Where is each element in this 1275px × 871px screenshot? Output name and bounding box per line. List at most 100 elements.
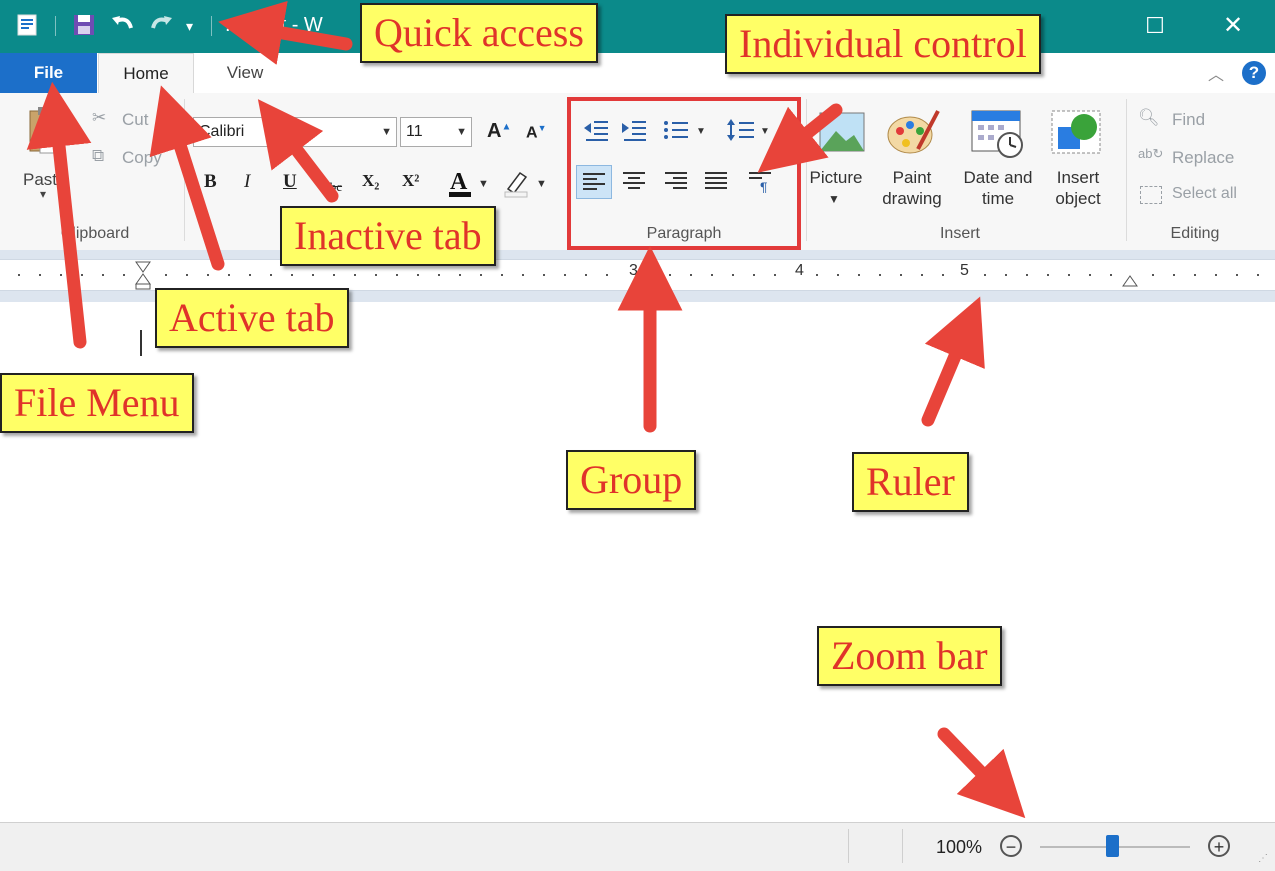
ruler-tick: [690, 274, 692, 276]
ruler-tick: [18, 274, 20, 276]
italic-button[interactable]: I: [244, 171, 251, 192]
redo-icon[interactable]: [148, 12, 174, 40]
ruler-tick: [438, 274, 440, 276]
ruler-tick: [186, 274, 188, 276]
select-all-button[interactable]: Select all: [1172, 185, 1237, 202]
font-size-value: 11: [406, 123, 423, 140]
status-bar: 100% − + ⋰: [0, 822, 1275, 871]
insert-object-button[interactable]: Insert object: [1040, 167, 1116, 209]
tab-view[interactable]: View: [226, 63, 264, 82]
close-icon[interactable]: ✕: [1222, 12, 1244, 39]
ruler-tick: [942, 274, 944, 276]
date-time-button[interactable]: Date and time: [954, 167, 1042, 209]
underline-button[interactable]: U: [283, 171, 297, 192]
indent-marker-icon[interactable]: [134, 260, 152, 295]
ruler-tick: [732, 274, 734, 276]
group-separator: [184, 99, 185, 241]
ruler-tick: [459, 274, 461, 276]
qa-separator: [55, 16, 56, 36]
font-family-select[interactable]: Calibri ▼: [193, 117, 397, 147]
justify-icon[interactable]: [700, 167, 732, 197]
bold-button[interactable]: B: [204, 171, 217, 192]
ruler-tick: [1236, 274, 1238, 276]
decrease-indent-icon[interactable]: [580, 117, 612, 147]
status-separator: [848, 829, 849, 863]
picture-dropdown-icon[interactable]: ▼: [828, 192, 840, 206]
cut-button[interactable]: Cut: [122, 110, 149, 129]
right-indent-marker-icon[interactable]: [1122, 274, 1138, 293]
callout-file-menu: File Menu: [0, 373, 194, 433]
increase-indent-icon[interactable]: [618, 117, 650, 147]
ruler-track[interactable]: 3 4 5: [0, 259, 1275, 291]
tab-file[interactable]: File: [0, 53, 97, 93]
ruler-tick: [123, 274, 125, 276]
align-center-icon[interactable]: [618, 167, 650, 197]
shrink-font-icon[interactable]: A▼: [526, 123, 547, 142]
callout-group: Group: [566, 450, 697, 510]
ruler-tick: [1089, 274, 1091, 276]
align-left-icon[interactable]: [576, 165, 612, 199]
find-button[interactable]: Find: [1172, 110, 1206, 129]
ruler-tick: [900, 274, 902, 276]
grow-font-icon[interactable]: A▲: [487, 120, 512, 142]
paste-dropdown-icon[interactable]: ▾: [40, 187, 47, 201]
zoom-slider-thumb[interactable]: [1106, 835, 1119, 857]
replace-button[interactable]: Replace: [1172, 148, 1235, 167]
ruler-tick: [1173, 274, 1175, 276]
ruler-tick: [375, 274, 377, 276]
undo-icon[interactable]: [110, 12, 136, 40]
svg-text:▼: ▼: [478, 178, 489, 190]
font-family-value: Calibri: [199, 123, 245, 140]
help-icon[interactable]: ?: [1242, 61, 1266, 85]
ruler-tick: [1215, 274, 1217, 276]
copy-button[interactable]: Copy: [122, 148, 162, 167]
font-color-icon[interactable]: A▼: [448, 167, 492, 204]
bullets-icon[interactable]: ▼: [662, 117, 710, 147]
insert-object-label-1: Insert: [1056, 168, 1100, 187]
insert-object-label-2: object: [1055, 189, 1101, 208]
qa-separator: [211, 16, 212, 36]
paragraph-settings-icon[interactable]: ¶: [744, 167, 776, 197]
calendar-clock-icon[interactable]: [968, 105, 1026, 161]
ruler-tick: [858, 274, 860, 276]
paragraph-group-highlight: [567, 97, 801, 250]
collapse-ribbon-icon[interactable]: ︿: [1207, 67, 1224, 84]
paste-icon: [26, 105, 66, 162]
strikethrough-button[interactable]: abc: [324, 179, 343, 194]
zoom-out-icon[interactable]: −: [1000, 835, 1022, 857]
document-area[interactable]: [0, 302, 1275, 822]
group-label-insert: Insert: [939, 225, 980, 242]
highlight-icon[interactable]: ▼: [502, 167, 552, 204]
callout-quick-access: Quick access: [360, 3, 598, 63]
font-size-select[interactable]: 11 ▼: [400, 117, 472, 147]
ruler-tick: [1047, 274, 1049, 276]
ruler-tick: [543, 274, 545, 276]
ruler-tick: [102, 274, 104, 276]
svg-text:A: A: [450, 169, 468, 195]
callout-individual-control: Individual control: [725, 14, 1041, 74]
insert-object-icon[interactable]: [1048, 105, 1106, 161]
save-icon[interactable]: [72, 12, 96, 40]
picture-button[interactable]: Picture: [809, 168, 863, 187]
resize-grip-icon[interactable]: ⋰: [1258, 853, 1268, 864]
ruler-tick: [396, 274, 398, 276]
customize-dropdown-icon[interactable]: ▾: [186, 18, 194, 34]
ruler-tick: [606, 274, 608, 276]
maximize-icon[interactable]: ☐: [1145, 13, 1165, 38]
zoom-in-icon[interactable]: +: [1208, 835, 1230, 857]
paint-drawing-icon[interactable]: [884, 105, 942, 161]
paint-drawing-button[interactable]: Paint drawing: [872, 167, 952, 209]
ruler-number: 4: [795, 262, 804, 279]
picture-icon[interactable]: [810, 105, 868, 161]
tab-home[interactable]: Home: [98, 53, 194, 94]
app-icon[interactable]: [16, 12, 40, 40]
callout-inactive-tab: Inactive tab: [280, 206, 496, 266]
subscript-button[interactable]: X₂: [362, 171, 380, 190]
superscript-button[interactable]: X²: [402, 171, 420, 190]
copy-icon: ⧉: [92, 146, 105, 165]
zoom-level: 100%: [936, 837, 983, 857]
ruler-tick: [585, 274, 587, 276]
align-right-icon[interactable]: [660, 167, 692, 197]
ruler-tick: [648, 274, 650, 276]
ruler-tick: [669, 274, 671, 276]
